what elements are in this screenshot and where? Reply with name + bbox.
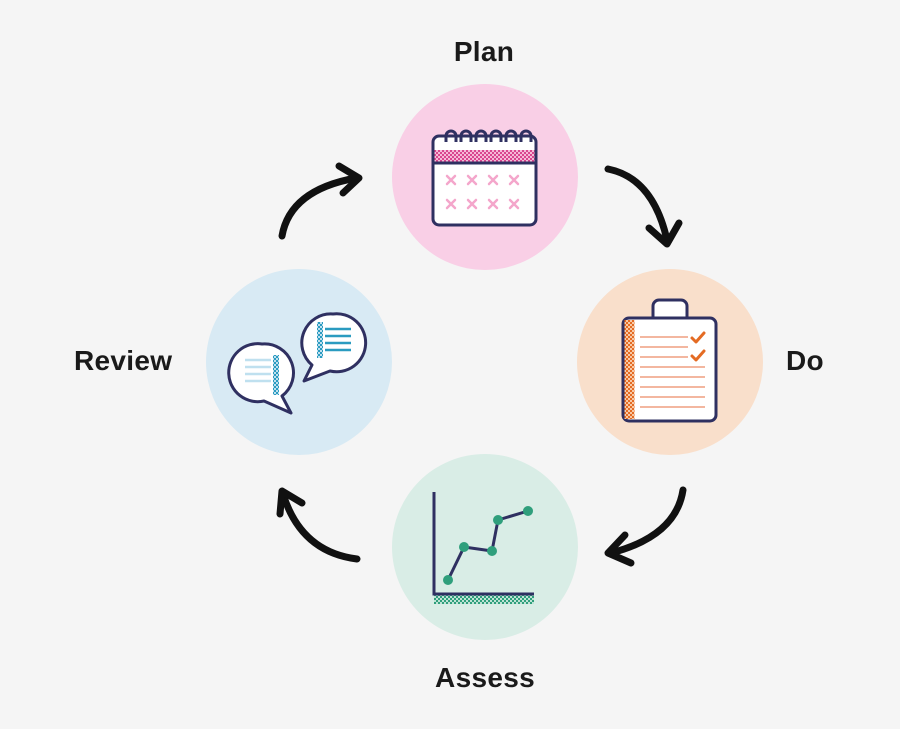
arrow-plan-to-do xyxy=(604,165,683,248)
review-node xyxy=(206,269,392,455)
calendar-icon xyxy=(431,129,538,227)
arrow-do-to-assess xyxy=(604,486,687,567)
do-node xyxy=(577,269,763,455)
speech-bubbles-icon xyxy=(227,312,368,415)
assess-node xyxy=(392,454,578,640)
arrow-assess-to-review xyxy=(276,487,361,563)
plan-node xyxy=(392,84,578,270)
assess-circle xyxy=(392,454,578,640)
line-chart-icon xyxy=(432,492,534,604)
arrow-review-to-plan xyxy=(278,162,363,240)
stage-label-assess: Assess xyxy=(435,662,535,693)
stage-label-review: Review xyxy=(74,345,173,376)
stage-label-do: Do xyxy=(786,345,824,376)
clipboard-checklist-icon xyxy=(621,298,718,423)
stage-label-plan: Plan xyxy=(453,36,515,67)
